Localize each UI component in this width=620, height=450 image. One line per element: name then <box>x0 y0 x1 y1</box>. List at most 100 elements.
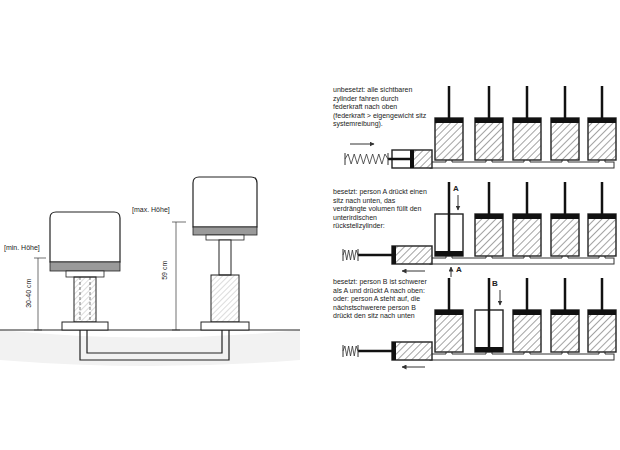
piston <box>588 214 616 219</box>
cylinder <box>588 118 616 160</box>
ground-line <box>0 330 300 331</box>
cylinder <box>588 310 616 352</box>
spring <box>343 346 358 356</box>
piston <box>513 310 541 315</box>
cylinder <box>475 118 503 160</box>
piston <box>435 310 463 315</box>
arrow <box>350 144 374 145</box>
cylinder <box>551 118 579 160</box>
piston <box>475 118 503 123</box>
state-note: besetzt: person B ist schwerer als A und… <box>333 278 428 321</box>
piston-rod <box>488 182 491 214</box>
stroke <box>343 249 344 261</box>
piston-rod <box>526 278 529 310</box>
piston-rod <box>448 86 451 118</box>
pipe <box>80 330 229 360</box>
cylinder <box>513 118 541 160</box>
spring <box>345 154 388 164</box>
arrow <box>402 271 425 272</box>
return-cylinder <box>392 246 432 264</box>
piston-rod <box>488 86 491 118</box>
fluid <box>588 123 616 160</box>
fluid <box>435 123 463 160</box>
piston-rod <box>601 86 604 118</box>
piston-rod <box>358 350 392 353</box>
piston-rod <box>564 86 567 118</box>
height-label: [max. Höhe] <box>132 206 170 215</box>
return-cylinder <box>392 342 432 360</box>
piston <box>588 118 616 123</box>
pipe <box>430 258 614 264</box>
spring <box>343 250 358 260</box>
piston <box>410 150 414 168</box>
cylinder <box>551 214 579 256</box>
piston-rod <box>448 278 451 310</box>
piston-rod <box>564 182 567 214</box>
cylinder <box>513 310 541 352</box>
piston-rod <box>601 182 604 214</box>
piston <box>588 310 616 315</box>
seat-low <box>50 212 120 330</box>
fluid <box>414 150 432 168</box>
height-label: [min. Höhe] <box>4 244 40 253</box>
piston-rod <box>564 278 567 310</box>
fluid <box>588 219 616 256</box>
piston-rod <box>526 86 529 118</box>
piston <box>475 347 503 352</box>
fluid <box>435 315 463 352</box>
person-label: B <box>491 280 499 289</box>
piston-rod <box>388 158 410 161</box>
pipe <box>87 330 222 353</box>
piston <box>551 214 579 219</box>
dimension-line <box>34 222 186 330</box>
ground <box>0 330 300 366</box>
person-label: A <box>452 185 460 194</box>
piston-rod <box>448 182 451 251</box>
pipe <box>430 354 614 360</box>
piston <box>513 118 541 123</box>
state-note: unbesetzt: alle sichtbaren zylinder fahr… <box>333 86 428 129</box>
seat-high <box>193 177 257 330</box>
piston <box>392 246 396 264</box>
piston-rod <box>488 278 491 347</box>
cylinder <box>588 214 616 256</box>
piston <box>513 214 541 219</box>
piston <box>435 118 463 123</box>
piston <box>551 310 579 315</box>
dimension: 59 cm <box>161 260 170 279</box>
fluid <box>396 246 432 264</box>
dimension: 30-40 cm <box>25 278 34 307</box>
piston <box>435 251 463 256</box>
stroke <box>343 345 344 357</box>
pipe <box>430 162 614 168</box>
fluid <box>475 219 503 256</box>
cylinder <box>475 214 503 256</box>
fluid <box>551 123 579 160</box>
arrow <box>500 290 501 305</box>
fluid <box>513 315 541 352</box>
fluid <box>551 315 579 352</box>
fluid <box>588 315 616 352</box>
cylinder <box>435 118 463 160</box>
arrow <box>451 267 452 277</box>
fluid <box>396 342 432 360</box>
arrow <box>402 367 425 368</box>
cylinder <box>551 310 579 352</box>
piston-rod <box>526 182 529 214</box>
piston-rod <box>358 254 392 257</box>
fluid <box>551 219 579 256</box>
fluid <box>475 123 503 160</box>
fluid <box>513 123 541 160</box>
fluid <box>513 219 541 256</box>
cylinder <box>513 214 541 256</box>
piston <box>475 214 503 219</box>
state-note: besetzt: person A drückt einen sitz nach… <box>333 188 428 231</box>
piston <box>392 342 396 360</box>
arrow <box>458 195 459 210</box>
cylinder <box>435 310 463 352</box>
person-label: A <box>455 266 463 275</box>
piston-rod <box>601 278 604 310</box>
stroke <box>345 153 346 165</box>
piston <box>551 118 579 123</box>
